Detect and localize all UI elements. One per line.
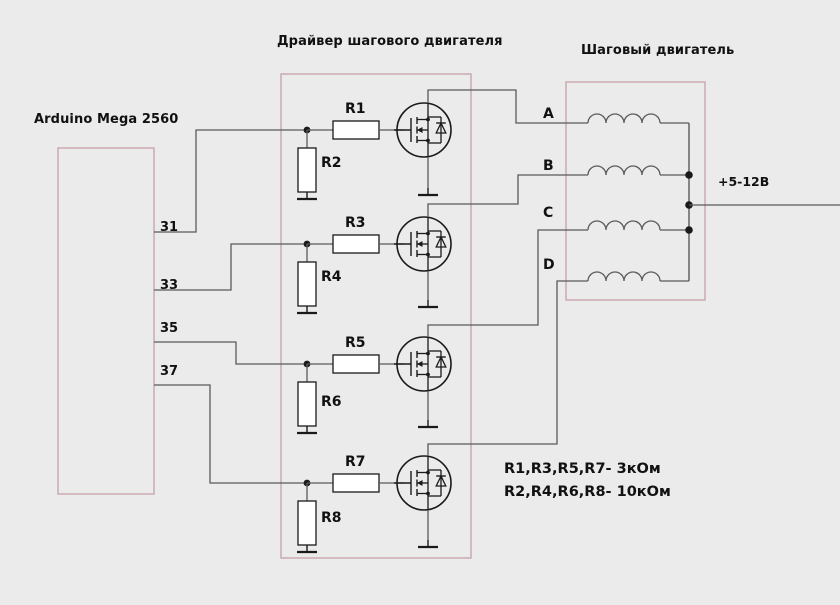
driver-stage-4	[295, 280, 566, 554]
resistor-r1-label: R1	[345, 101, 366, 117]
resistor-icon	[297, 500, 317, 546]
ground-icon	[295, 190, 319, 201]
arduino-block-title: Arduino Mega 2560	[34, 112, 179, 127]
arduino-pin-33-label: 33	[160, 278, 179, 293]
motor-terminal-b-label: B	[543, 158, 554, 174]
resistor-icon	[297, 381, 317, 427]
resistor-r2-label: R2	[321, 155, 342, 171]
ground-icon	[416, 418, 440, 429]
driver-stage-3	[295, 229, 566, 435]
resistor-r8-label: R8	[321, 510, 342, 526]
resistor-icon	[332, 354, 380, 374]
resistance-note-pulldown: R2,R4,R6,R8- 10кОм	[504, 484, 671, 500]
resistor-icon	[297, 261, 317, 307]
resistor-r3-label: R3	[345, 215, 366, 231]
resistor-r5-label: R5	[345, 335, 366, 351]
inductor-coil-icon	[587, 165, 661, 176]
mosfet-icon	[393, 102, 452, 158]
resistor-icon	[297, 147, 317, 193]
resistor-r7-label: R7	[345, 454, 366, 470]
driver-stage-2	[295, 174, 566, 315]
motor-block-title: Шаговый двигатель	[581, 43, 735, 58]
motor-terminal-a-label: A	[543, 106, 554, 122]
motor-terminal-d-label: D	[543, 257, 555, 273]
junction-dot-icon	[685, 171, 693, 179]
resistor-r4-label: R4	[321, 269, 342, 285]
mosfet-icon	[393, 336, 452, 392]
resistance-note-series: R1,R3,R5,R7- 3кОм	[504, 461, 661, 477]
resistor-icon	[332, 120, 380, 140]
inductor-coil-icon	[587, 113, 661, 124]
supply-voltage-label: +5-12В	[718, 174, 770, 189]
motor-terminal-c-label: C	[543, 205, 554, 221]
arduino-pin-37-label: 37	[160, 364, 179, 379]
motor-common-bus	[685, 123, 693, 281]
arduino-block-outline	[57, 147, 155, 495]
ground-icon	[416, 298, 440, 309]
wire-pin35-to-r5	[154, 341, 307, 365]
motor-coil-c	[566, 220, 689, 231]
ground-icon	[295, 424, 319, 435]
motor-coil-b	[566, 165, 689, 176]
wire-pin33-to-r3	[154, 243, 307, 291]
driver-block-outline	[280, 73, 472, 559]
inductor-coil-icon	[587, 271, 661, 282]
motor-coil-a	[566, 113, 689, 124]
ground-icon	[295, 304, 319, 315]
motor-block-outline	[565, 81, 706, 301]
junction-dot-icon	[685, 226, 693, 234]
arduino-pin-35-label: 35	[160, 321, 179, 336]
wire-pin37-to-r7	[154, 384, 307, 484]
resistor-r6-label: R6	[321, 394, 342, 410]
ground-icon	[416, 538, 440, 549]
driver-stage-1	[295, 89, 566, 201]
ground-icon	[416, 186, 440, 197]
wire-pin31-to-r1	[154, 129, 307, 233]
driver-block-title: Драйвер шагового двигателя	[277, 34, 503, 49]
mosfet-icon	[393, 455, 452, 511]
inductor-coil-icon	[587, 220, 661, 231]
arduino-pin-31-label: 31	[160, 220, 179, 235]
resistor-icon	[332, 473, 380, 493]
mosfet-icon	[393, 216, 452, 272]
motor-coil-d	[566, 271, 689, 282]
ground-icon	[295, 543, 319, 554]
resistor-icon	[332, 234, 380, 254]
